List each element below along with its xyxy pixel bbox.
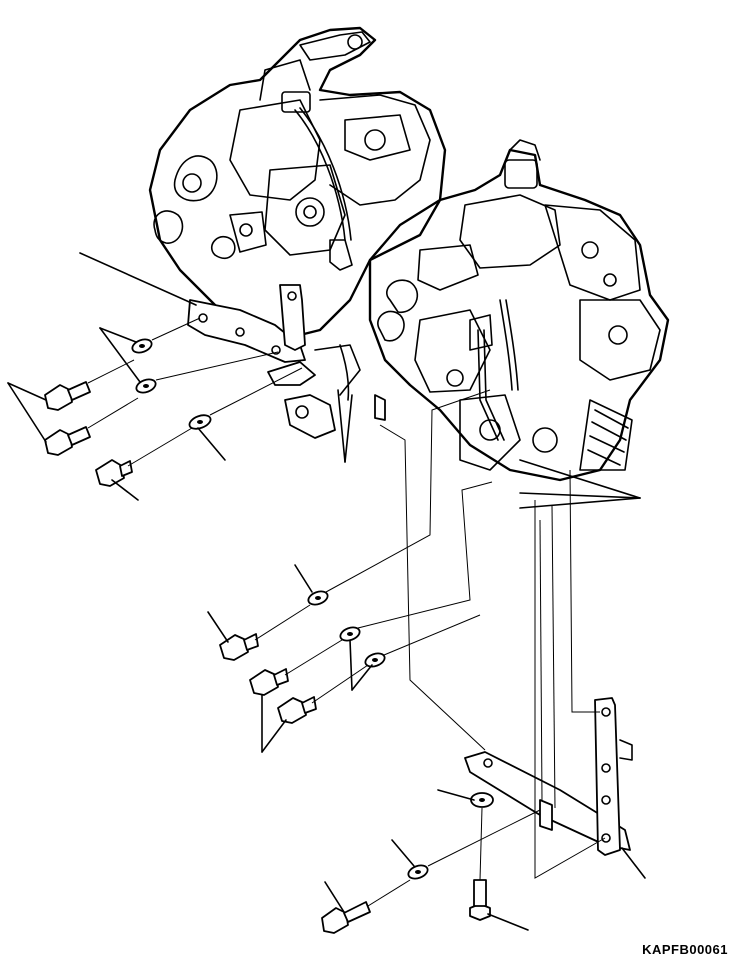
drawing-code-label: KAPFB00061 xyxy=(642,942,728,957)
lower-bracket-right xyxy=(464,697,633,856)
bolt-5 xyxy=(249,668,289,696)
washer-1 xyxy=(131,338,153,354)
washer-7 xyxy=(470,792,494,808)
leader-lines xyxy=(7,252,646,931)
washer-2 xyxy=(135,378,157,394)
bolt-2 xyxy=(44,426,91,456)
assembly-lines xyxy=(87,317,606,907)
washer-3 xyxy=(188,414,212,430)
washer-5 xyxy=(339,626,361,642)
bolt-3 xyxy=(95,459,133,487)
left-pump-assembly xyxy=(148,26,447,342)
washer-4 xyxy=(307,590,329,606)
right-pump-assembly xyxy=(368,139,670,482)
bolt-6 xyxy=(277,696,317,724)
bolt-8 xyxy=(321,901,371,934)
upper-bracket-left xyxy=(187,284,386,439)
bolt-7 xyxy=(469,879,491,921)
washer-8 xyxy=(407,864,429,880)
washer-6 xyxy=(364,652,386,668)
bolt-1 xyxy=(44,381,91,411)
